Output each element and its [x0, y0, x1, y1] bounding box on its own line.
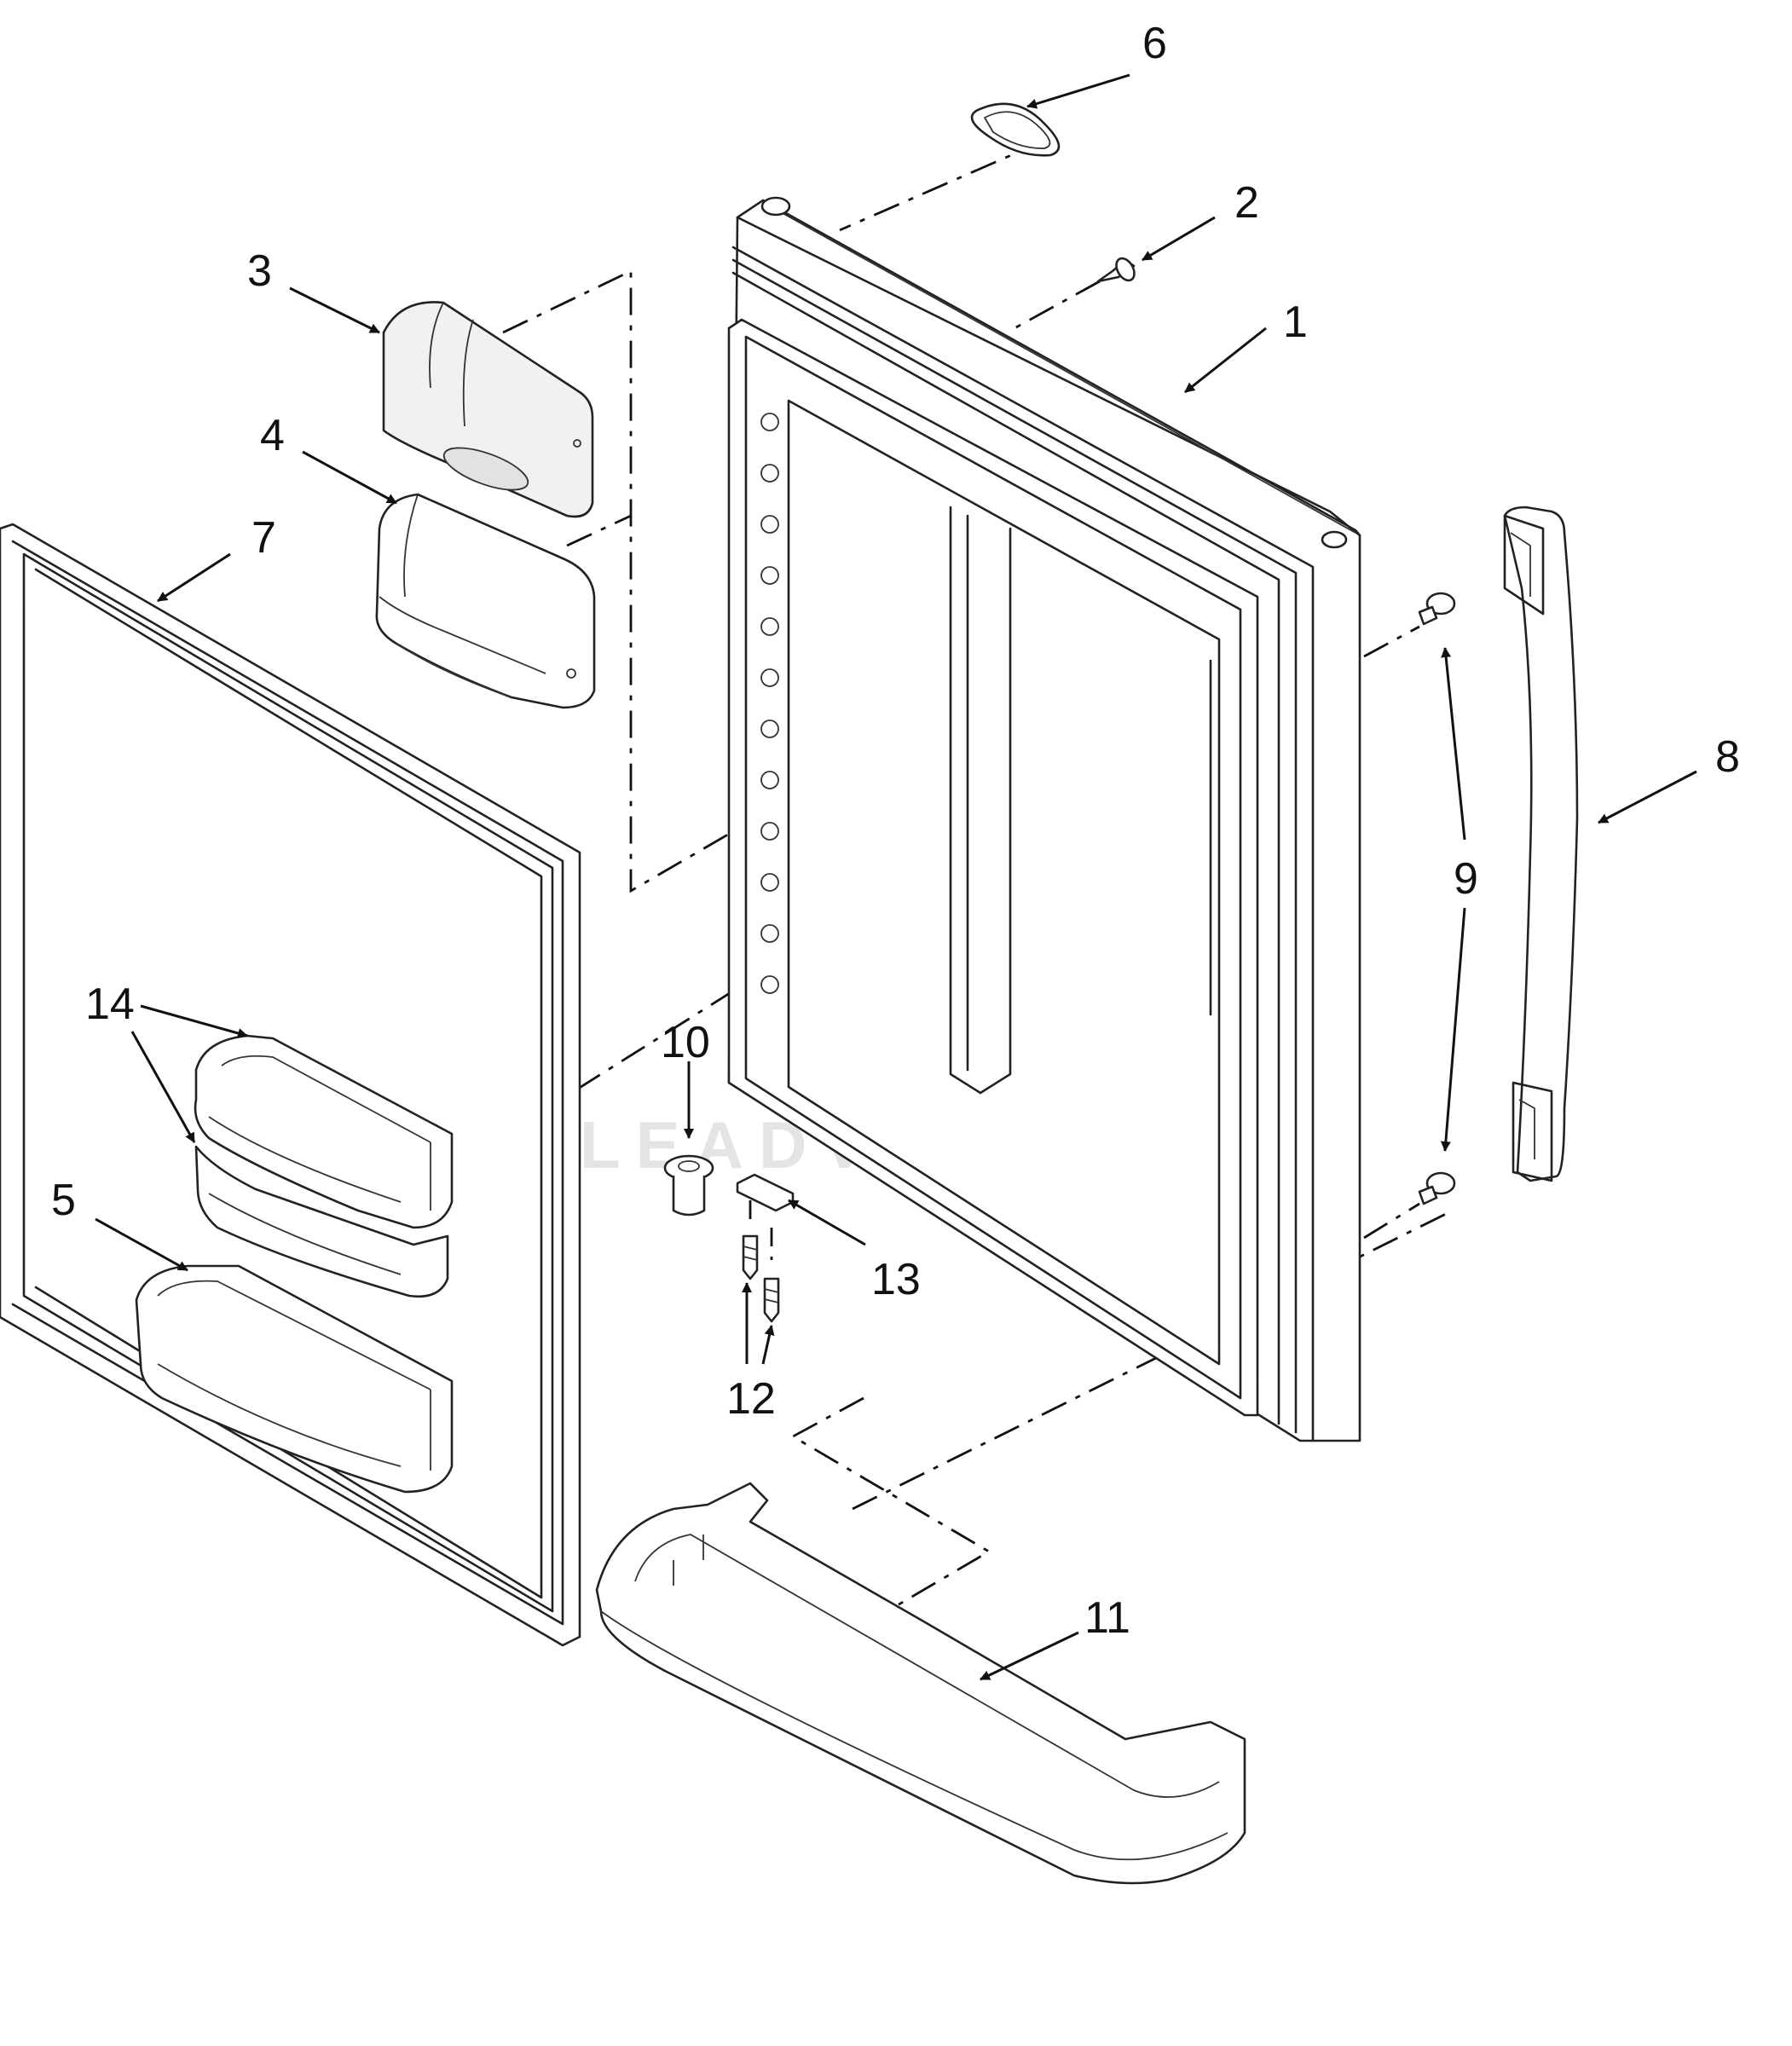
callout-4: 4	[260, 411, 285, 460]
callout-6: 6	[1142, 19, 1167, 68]
callout-3: 3	[247, 246, 272, 296]
part-dairy-door	[382, 301, 594, 518]
callout-2: 2	[1234, 178, 1259, 228]
callout-11: 11	[1084, 1593, 1130, 1643]
part-door-bin-lower	[135, 1264, 454, 1494]
callout-7: 7	[251, 513, 276, 563]
callout-13: 13	[871, 1255, 921, 1304]
callout-14: 14	[85, 980, 135, 1029]
callout-9: 9	[1454, 854, 1478, 904]
callout-10: 10	[661, 1018, 710, 1067]
callout-8: 8	[1715, 732, 1740, 782]
part-bottom-door-bin	[595, 1482, 1246, 1885]
part-handle-screws	[1418, 592, 1456, 1205]
leader-arrows	[95, 73, 1697, 1681]
part-door-bin-middle	[194, 1145, 449, 1298]
part-hinge-screw	[1096, 257, 1136, 283]
callout-1: 1	[1283, 298, 1308, 347]
callout-5: 5	[51, 1176, 76, 1225]
shelf-stud-column	[760, 413, 779, 994]
part-door-handle	[1503, 506, 1579, 1182]
part-door-liner	[727, 196, 1361, 1442]
callout-labels: 1 2 3 4 5 6 7 8 9 10 11 12 13 14	[51, 19, 1740, 1643]
callout-12: 12	[726, 1374, 776, 1424]
part-hinge-bearing	[663, 1154, 714, 1217]
part-door-bin-upper	[194, 1034, 454, 1229]
part-hinge-gasket	[970, 102, 1061, 157]
part-hinge-screws	[742, 1234, 780, 1323]
part-dairy-bin	[375, 493, 596, 709]
